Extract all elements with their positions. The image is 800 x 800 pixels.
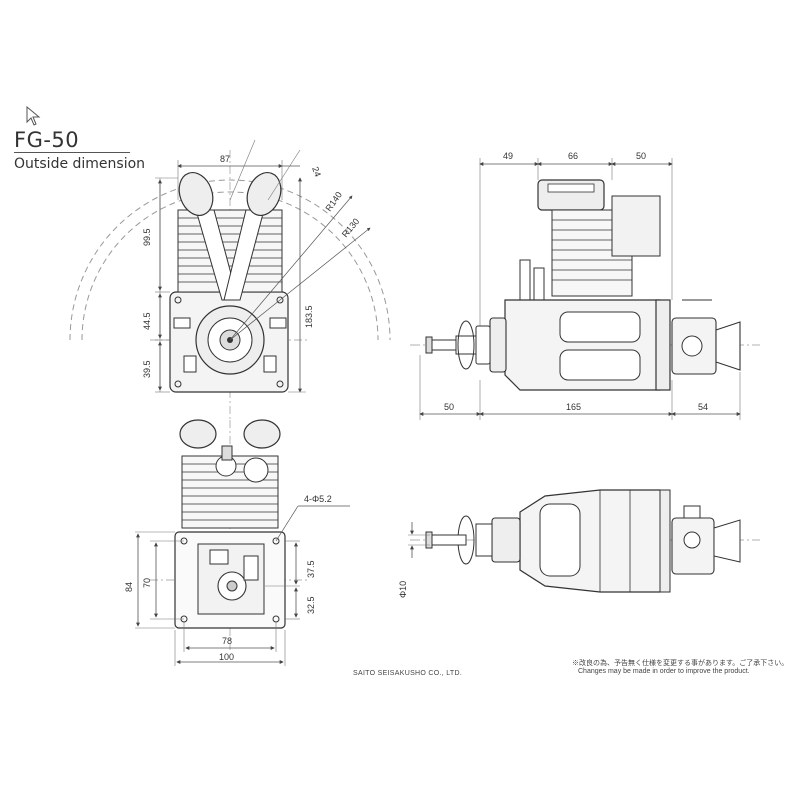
dim-shaft-diameter: Φ10 (398, 581, 408, 598)
dim-rear-lower-right: 32.5 (306, 596, 316, 614)
dim-bottom-b: 165 (566, 402, 581, 412)
top-prop-hub (491, 517, 521, 563)
dim-bottom-a: 50 (444, 402, 454, 412)
dim-radius-inner: R130 (340, 216, 361, 239)
side-view: 49 66 50 (410, 151, 760, 420)
dim-rear-height-inner: 70 (142, 578, 152, 588)
dim-top-a: 49 (503, 151, 513, 161)
mouse-cursor-icon (26, 106, 41, 126)
dim-width-top: 87 (220, 154, 230, 164)
drawing-title: FG-50 (14, 128, 80, 152)
side-mount-plate (655, 299, 671, 391)
dim-height-upper: 99.5 (142, 228, 152, 246)
dim-height-lower: 39.5 (142, 360, 152, 378)
dim-rear-height-outer: 84 (124, 582, 134, 592)
front-left-rocker-cover (178, 172, 214, 216)
drawing-subtitle: Outside dimension (14, 156, 146, 172)
side-intake-manifold (611, 195, 661, 257)
dim-head-offset: 24 (310, 165, 323, 178)
dim-height-total: 183.5 (304, 305, 314, 328)
top-view: Φ10 (398, 489, 760, 598)
dim-rear-width-outer: 100 (219, 652, 234, 662)
dim-bottom-c: 54 (698, 402, 708, 412)
dim-rear-width-inner: 78 (222, 636, 232, 646)
notice-english: Changes may be made in order to improve … (578, 668, 750, 675)
dim-rear-upper-right: 37.5 (306, 560, 316, 578)
rear-view: 4-Φ5.2 84 70 37.5 32.5 78 (124, 419, 350, 666)
side-prop-hub (489, 317, 507, 373)
manufacturer-label: SAITO SEISAKUSHO CO., LTD. (353, 670, 463, 677)
dim-top-b: 66 (568, 151, 578, 161)
dim-height-mid: 44.5 (142, 312, 152, 330)
title-underline (14, 152, 130, 153)
front-view: 87 24 99.5 44.5 39.5 183.5 R140 R130 (69, 139, 391, 420)
notice-japanese: ※改良の為、予告無く仕様を変更する事があります。ご了承下さい。 (572, 660, 789, 667)
dim-mount-holes: 4-Φ5.2 (304, 494, 332, 504)
rear-right-head (243, 419, 281, 449)
rear-left-head (179, 419, 217, 449)
dim-top-c: 50 (636, 151, 646, 161)
prop-arc-outer (69, 179, 391, 341)
prop-arc-inner (81, 191, 379, 341)
front-right-rocker-cover (246, 172, 282, 216)
